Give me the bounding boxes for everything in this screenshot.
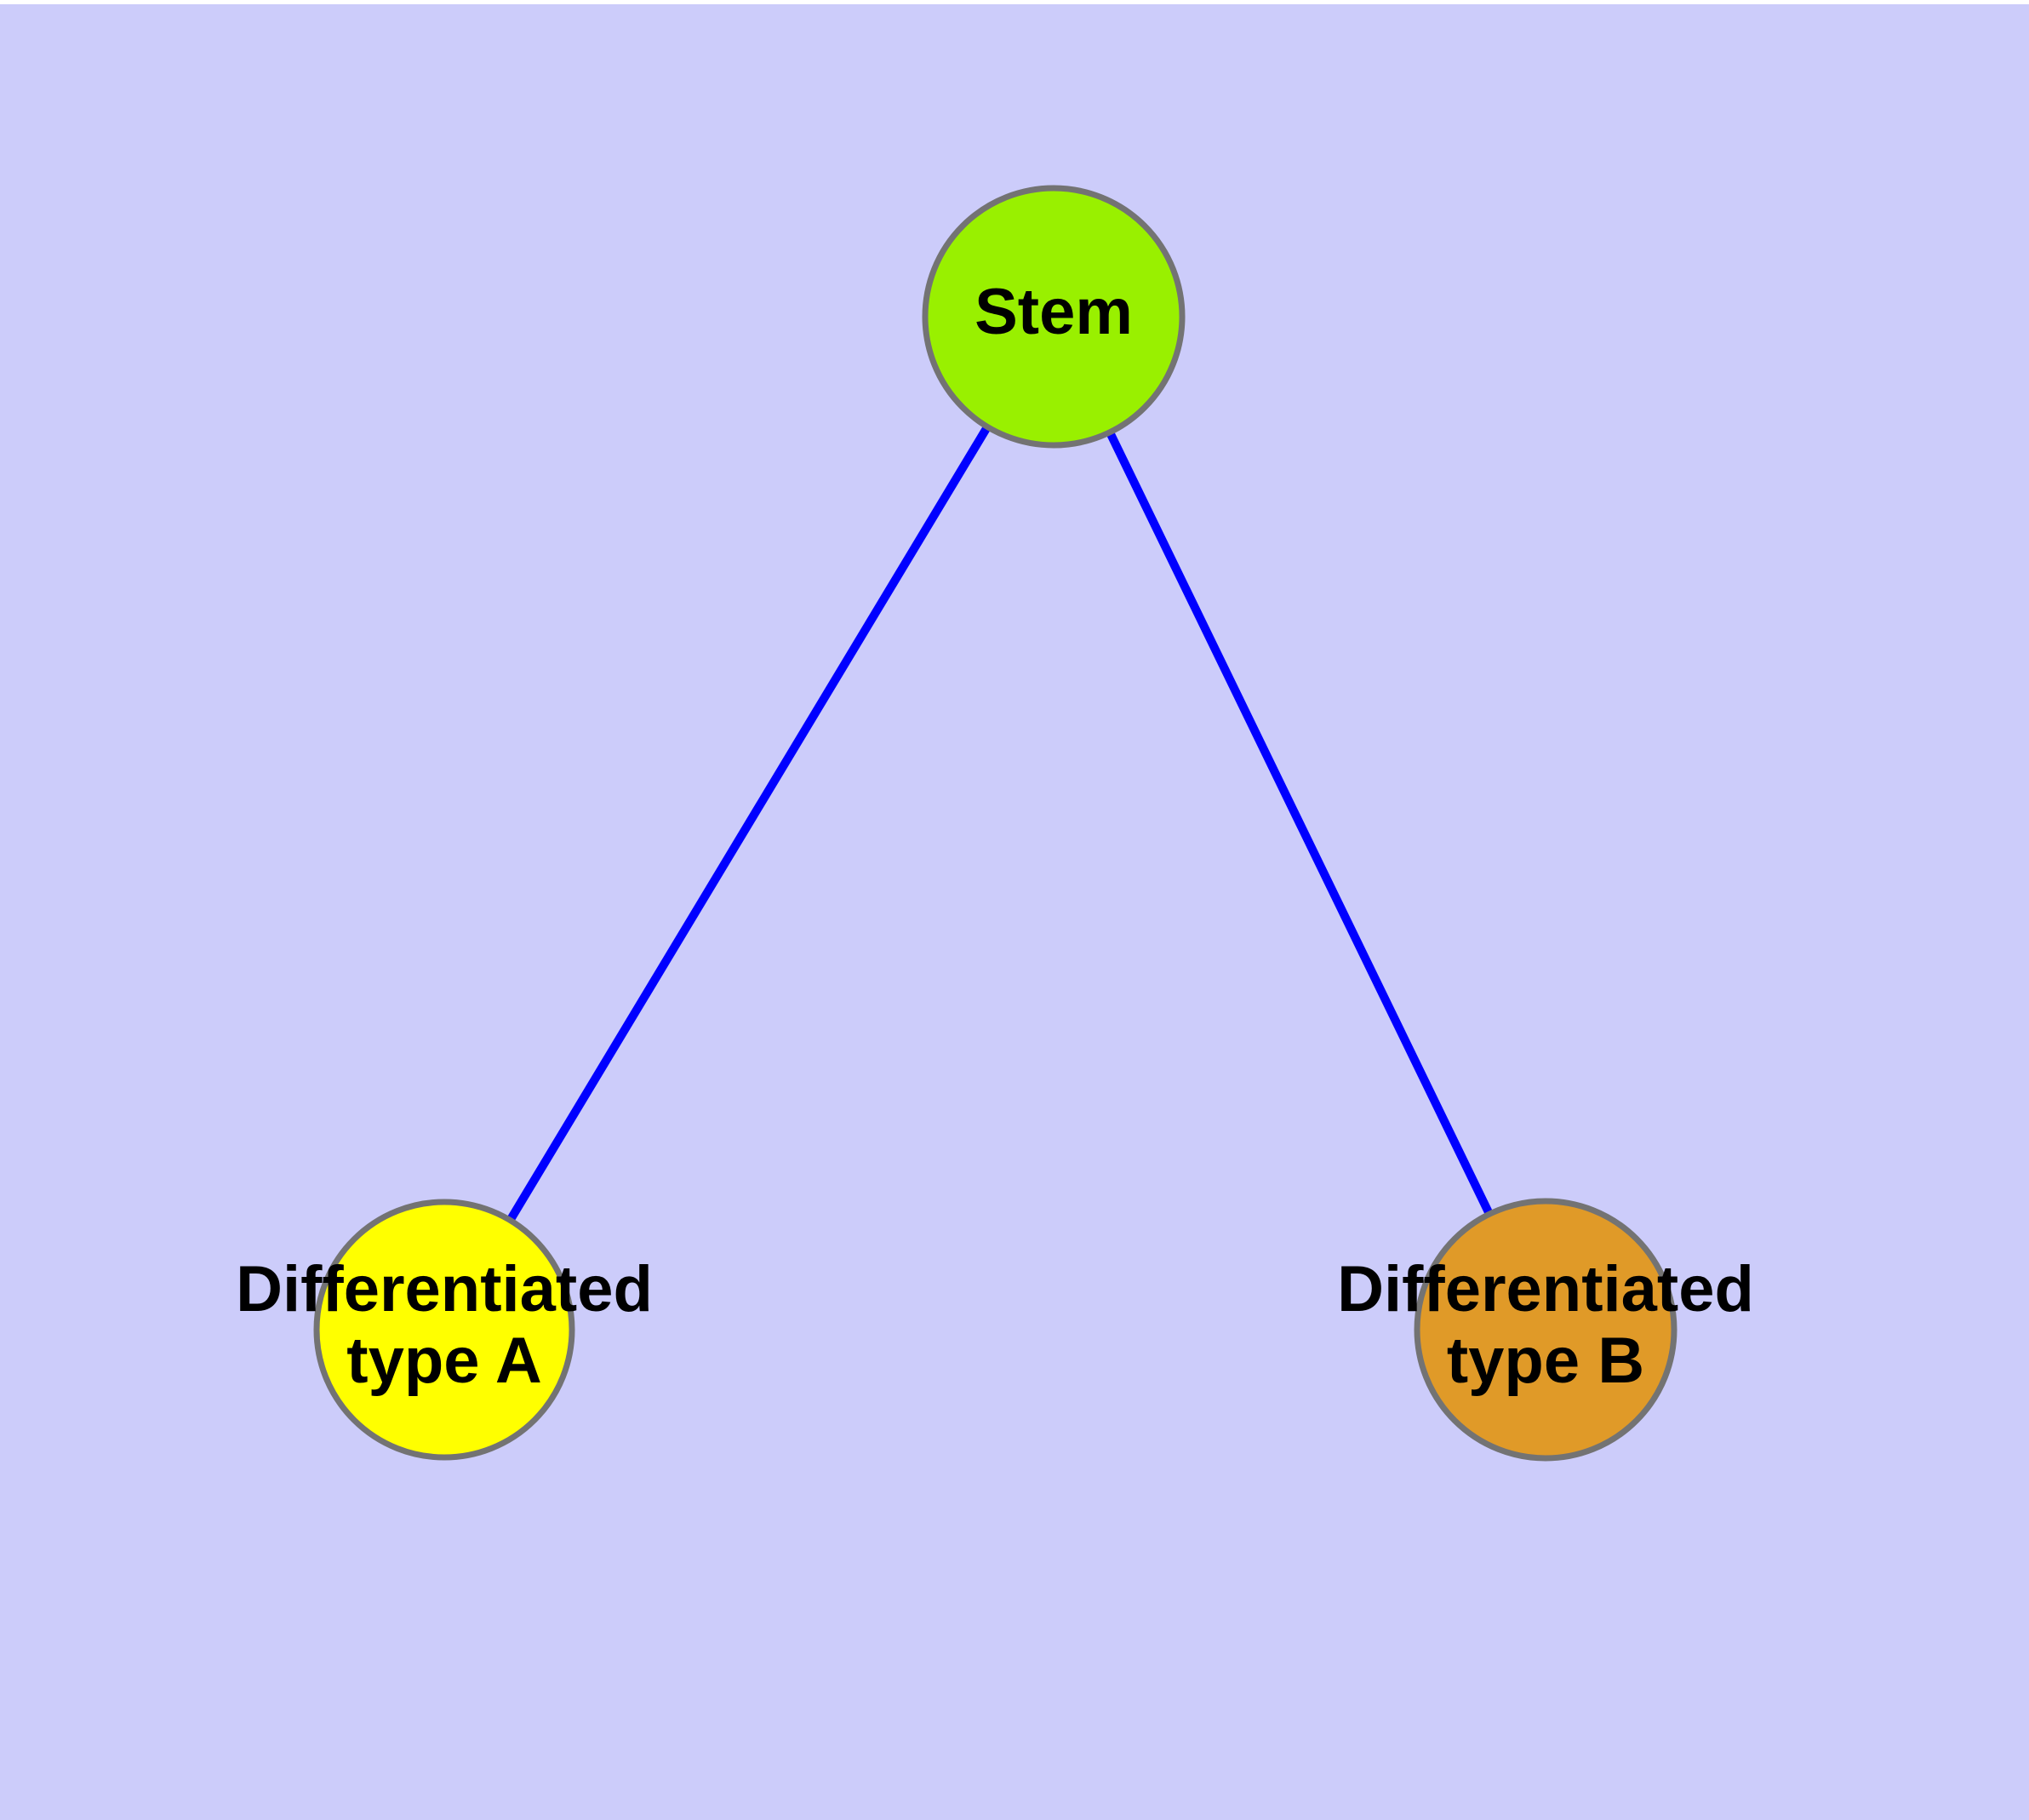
- node-label-line: Differentiated: [1337, 1253, 1754, 1325]
- graph-edge-stem-diff_b[interactable]: [1104, 427, 1495, 1219]
- node-label-line: Stem: [974, 276, 1133, 348]
- node-label-line: Differentiated: [236, 1253, 653, 1325]
- graph-node-stem[interactable]: Stem: [922, 185, 1186, 449]
- edges-group: [504, 421, 1495, 1226]
- node-label-stem: Stem: [974, 276, 1133, 348]
- node-label-line: type B: [1447, 1325, 1644, 1397]
- node-circle-diff_b[interactable]: [1414, 1198, 1677, 1462]
- graph-edge-stem-diff_a[interactable]: [504, 421, 993, 1226]
- node-circle-stem[interactable]: [922, 185, 1186, 449]
- node-circle-diff_a[interactable]: [313, 1199, 575, 1461]
- node-label-line: type A: [346, 1325, 541, 1397]
